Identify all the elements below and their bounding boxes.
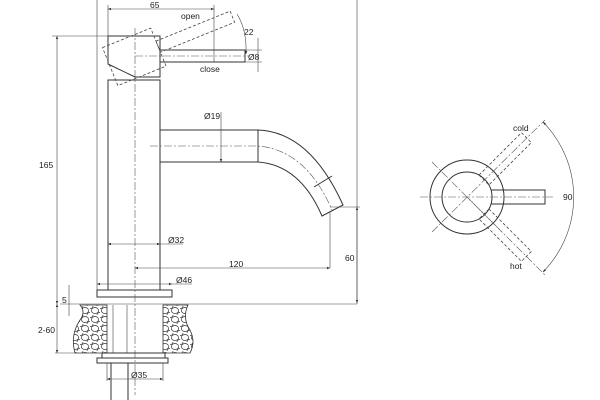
faucet-base bbox=[96, 289, 173, 298]
faucet-body bbox=[107, 79, 161, 291]
dim-counter-thickness: 2-60 bbox=[38, 325, 55, 335]
dim-spout-height: 60 bbox=[345, 253, 355, 263]
label-cold: cold bbox=[513, 123, 529, 133]
dim-lever-reach: 65 bbox=[150, 0, 160, 10]
countertop-section bbox=[72, 304, 108, 354]
spout-centerline bbox=[150, 145, 333, 211]
side-view: 65 open 22 Ø8 close Ø19 165 Ø32 120 Ø46 … bbox=[38, 0, 360, 400]
dim-lever-diameter: Ø8 bbox=[248, 52, 260, 62]
dim-base-diameter: Ø46 bbox=[176, 275, 192, 285]
lever-block bbox=[107, 35, 161, 78]
dim-lever-angle: 22 bbox=[244, 27, 254, 37]
dim-rotation-angle: 90 bbox=[563, 192, 573, 202]
mounting-nut bbox=[101, 352, 166, 359]
countertop-section bbox=[162, 304, 194, 354]
rotation-arc bbox=[542, 121, 574, 273]
lever-open-position bbox=[101, 10, 236, 87]
lever-cold-position bbox=[478, 132, 532, 186]
top-view: cold hot 90 bbox=[420, 119, 574, 276]
dim-shank-diameter: Ø35 bbox=[131, 370, 147, 380]
mounting-washer bbox=[96, 357, 169, 364]
label-hot: hot bbox=[510, 261, 522, 271]
label-close: close bbox=[200, 64, 220, 74]
dim-base-thickness: 5 bbox=[62, 295, 67, 305]
spout bbox=[160, 129, 344, 217]
dim-total-height: 165 bbox=[39, 160, 53, 170]
dim-body-diameter: Ø32 bbox=[168, 235, 184, 245]
label-open: open bbox=[181, 11, 200, 21]
lever-hot-position bbox=[478, 208, 532, 262]
dim-spout-diameter: Ø19 bbox=[204, 111, 220, 121]
dim-spout-reach: 120 bbox=[229, 259, 243, 269]
